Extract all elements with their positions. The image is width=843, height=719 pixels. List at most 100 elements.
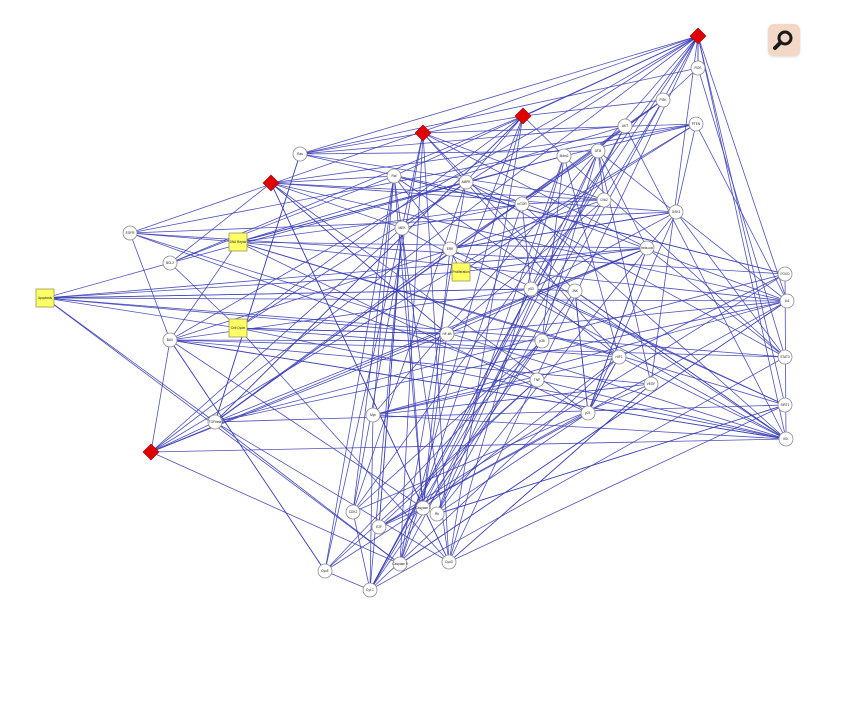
square-node[interactable] <box>228 232 248 252</box>
circle-node[interactable] <box>365 407 381 423</box>
node-pten[interactable]: PTEN <box>688 116 704 132</box>
node-hif1[interactable]: HIF1 <box>611 349 627 365</box>
circle-node[interactable] <box>617 118 633 134</box>
node-b[interactable] <box>514 107 532 125</box>
circle-node[interactable] <box>292 146 308 162</box>
node-sirt1[interactable]: SIRT1 <box>777 397 793 413</box>
circle-node[interactable] <box>162 255 178 271</box>
circle-node[interactable] <box>580 405 596 421</box>
diamond-node[interactable] <box>262 174 280 192</box>
square-node[interactable] <box>451 262 471 282</box>
node-mtor[interactable]: mTOR <box>514 196 530 212</box>
node-e[interactable] <box>142 443 160 461</box>
circle-node[interactable] <box>590 143 606 159</box>
circle-node[interactable] <box>777 266 793 282</box>
node-mdm2[interactable]: Mdm2 <box>556 148 572 164</box>
circle-node[interactable] <box>523 281 539 297</box>
circle-node[interactable] <box>643 376 659 392</box>
node-rb[interactable]: Rb <box>429 506 445 522</box>
node-cdk2[interactable]: CDK2 <box>345 504 361 520</box>
node-cycd[interactable]: CycD <box>441 554 457 570</box>
diamond-node[interactable] <box>689 27 707 45</box>
node-il6[interactable]: IL6 <box>779 293 795 309</box>
circle-node[interactable] <box>529 372 545 388</box>
circle-node[interactable] <box>362 582 378 598</box>
node-gsk3[interactable]: GSK3 <box>668 204 684 220</box>
node-nfkb[interactable]: NF-kB <box>439 326 455 342</box>
diamond-node[interactable] <box>414 124 432 142</box>
circle-node[interactable] <box>534 333 550 349</box>
node-cas9[interactable]: Caspase 9 <box>392 556 408 572</box>
node-p38[interactable]: p38 <box>534 333 550 349</box>
circle-node[interactable] <box>439 326 455 342</box>
circle-node[interactable] <box>442 241 458 257</box>
node-c[interactable] <box>414 124 432 142</box>
node-myc[interactable]: Myc <box>365 407 381 423</box>
node-tgfb[interactable]: TGFbeta <box>207 414 223 430</box>
node-akt[interactable]: AKT <box>617 118 633 134</box>
circle-node[interactable] <box>779 293 795 309</box>
node-cyce[interactable]: CycE <box>317 563 333 579</box>
node-egfr[interactable]: EGFR <box>122 225 138 241</box>
circle-node[interactable] <box>429 506 445 522</box>
node-sq4[interactable]: Cell Cycle <box>228 318 248 338</box>
node-d[interactable] <box>262 174 280 192</box>
circle-node[interactable] <box>668 204 684 220</box>
node-e2f[interactable]: E2F <box>371 519 387 535</box>
circle-node[interactable] <box>415 500 431 516</box>
node-p21[interactable]: p21 <box>580 405 596 421</box>
node-tnf[interactable]: TNF <box>529 372 545 388</box>
node-ros[interactable]: ROS <box>690 60 706 76</box>
circle-node[interactable] <box>556 148 572 164</box>
node-bcat[interactable]: beta-cat <box>639 240 655 256</box>
circle-node[interactable] <box>596 192 612 208</box>
circle-node[interactable] <box>690 60 706 76</box>
circle-node[interactable] <box>207 414 223 430</box>
magnifier-icon[interactable] <box>768 24 800 56</box>
circle-node[interactable] <box>441 554 457 570</box>
node-foxo[interactable]: FOXO <box>777 266 793 282</box>
node-ampk[interactable]: AMPK <box>458 174 474 190</box>
node-sq2[interactable]: DNA Repair <box>228 232 248 252</box>
diamond-node[interactable] <box>142 443 160 461</box>
node-a[interactable] <box>689 27 707 45</box>
node-bax[interactable]: BAX <box>162 332 178 348</box>
circle-node[interactable] <box>777 397 793 413</box>
circle-node[interactable] <box>639 240 655 256</box>
circle-node[interactable] <box>567 283 583 299</box>
node-cytc[interactable]: Cyt C <box>362 582 378 598</box>
circle-node[interactable] <box>317 563 333 579</box>
circle-node[interactable] <box>777 349 793 365</box>
circle-node[interactable] <box>371 519 387 535</box>
circle-node[interactable] <box>514 196 530 212</box>
node-sq1[interactable]: Apoptosis <box>35 288 55 308</box>
node-jnk[interactable]: JNK <box>567 283 583 299</box>
node-atm[interactable]: ATM <box>590 143 606 159</box>
node-raf[interactable]: Raf <box>386 168 402 184</box>
circle-node[interactable] <box>392 556 408 572</box>
node-vegf[interactable]: VEGF <box>643 376 659 392</box>
square-node[interactable] <box>35 288 55 308</box>
circle-node[interactable] <box>162 332 178 348</box>
node-chk2[interactable]: Chk2 <box>596 192 612 208</box>
node-ikk[interactable]: IKK <box>778 431 794 447</box>
node-stat3[interactable]: STAT3 <box>777 349 793 365</box>
circle-node[interactable] <box>688 116 704 132</box>
node-ras[interactable]: Ras <box>292 146 308 162</box>
circle-node[interactable] <box>386 168 402 184</box>
circle-node[interactable] <box>458 174 474 190</box>
node-cas3[interactable]: Caspase 3 <box>415 500 431 516</box>
node-p53[interactable]: p53 <box>523 281 539 297</box>
circle-node[interactable] <box>778 431 794 447</box>
node-bcl2[interactable]: BCL2 <box>162 255 178 271</box>
node-sq3[interactable]: Proliferation <box>451 262 471 282</box>
square-node[interactable] <box>228 318 248 338</box>
circle-node[interactable] <box>122 225 138 241</box>
node-erk[interactable]: ERK <box>442 241 458 257</box>
circle-node[interactable] <box>394 220 410 236</box>
circle-node[interactable] <box>655 92 671 108</box>
diamond-node[interactable] <box>514 107 532 125</box>
circle-node[interactable] <box>345 504 361 520</box>
node-mek[interactable]: MEK <box>394 220 410 236</box>
circle-node[interactable] <box>611 349 627 365</box>
